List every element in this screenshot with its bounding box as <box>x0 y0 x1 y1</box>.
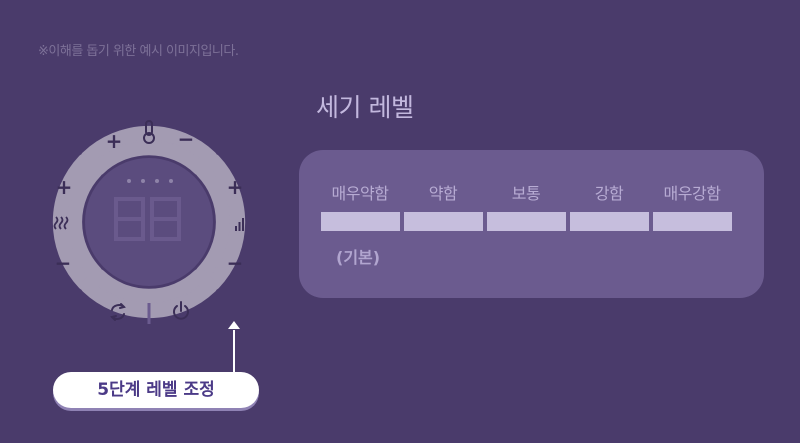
indicator-dot <box>141 179 145 183</box>
cycle-icon[interactable] <box>110 303 126 321</box>
level-label-very-weak: 매우약함 <box>331 184 389 203</box>
default-level-note: (기본) <box>336 248 381 267</box>
heat-waves-icon <box>53 216 69 230</box>
intensity-plus-button[interactable]: + <box>227 175 244 199</box>
callout-arrow-head <box>228 321 240 329</box>
level-adjust-callout: 5단계 레벨 조정 <box>53 372 259 408</box>
indicator-dot <box>127 179 131 183</box>
level-bar-3 <box>487 212 566 231</box>
level-label-strong: 강함 <box>594 184 624 203</box>
level-panel: 매우약함 약함 보통 강함 매우강함 (기본) <box>299 150 764 298</box>
thermometer-icon <box>143 120 155 144</box>
power-segment[interactable] <box>80 268 218 319</box>
level-label-normal: 보통 <box>511 184 541 203</box>
display-circle <box>85 158 213 286</box>
intensity-minus-button[interactable]: − <box>227 251 244 275</box>
heat-plus-button[interactable]: + <box>56 175 73 199</box>
level-bar-1 <box>321 212 400 231</box>
power-icon[interactable] <box>173 301 189 320</box>
indicator-dot <box>155 179 159 183</box>
temperature-minus-button[interactable]: − <box>178 127 195 151</box>
level-bar-5 <box>653 212 732 231</box>
heat-minus-button[interactable]: − <box>55 251 72 275</box>
level-label-weak: 약함 <box>428 184 458 203</box>
indicator-dot <box>169 179 173 183</box>
segment-display-digits <box>114 197 181 241</box>
signal-bars-icon <box>235 218 244 231</box>
level-label-very-strong: 매우강함 <box>663 184 721 203</box>
level-section-title: 세기 레벨 <box>316 93 414 122</box>
level-bar-4 <box>570 212 649 231</box>
temperature-plus-button[interactable]: + <box>106 129 123 153</box>
level-bar-2 <box>404 212 483 231</box>
disclaimer-text: ※이해를 돕기 위한 예시 이미지입니다. <box>38 44 239 59</box>
